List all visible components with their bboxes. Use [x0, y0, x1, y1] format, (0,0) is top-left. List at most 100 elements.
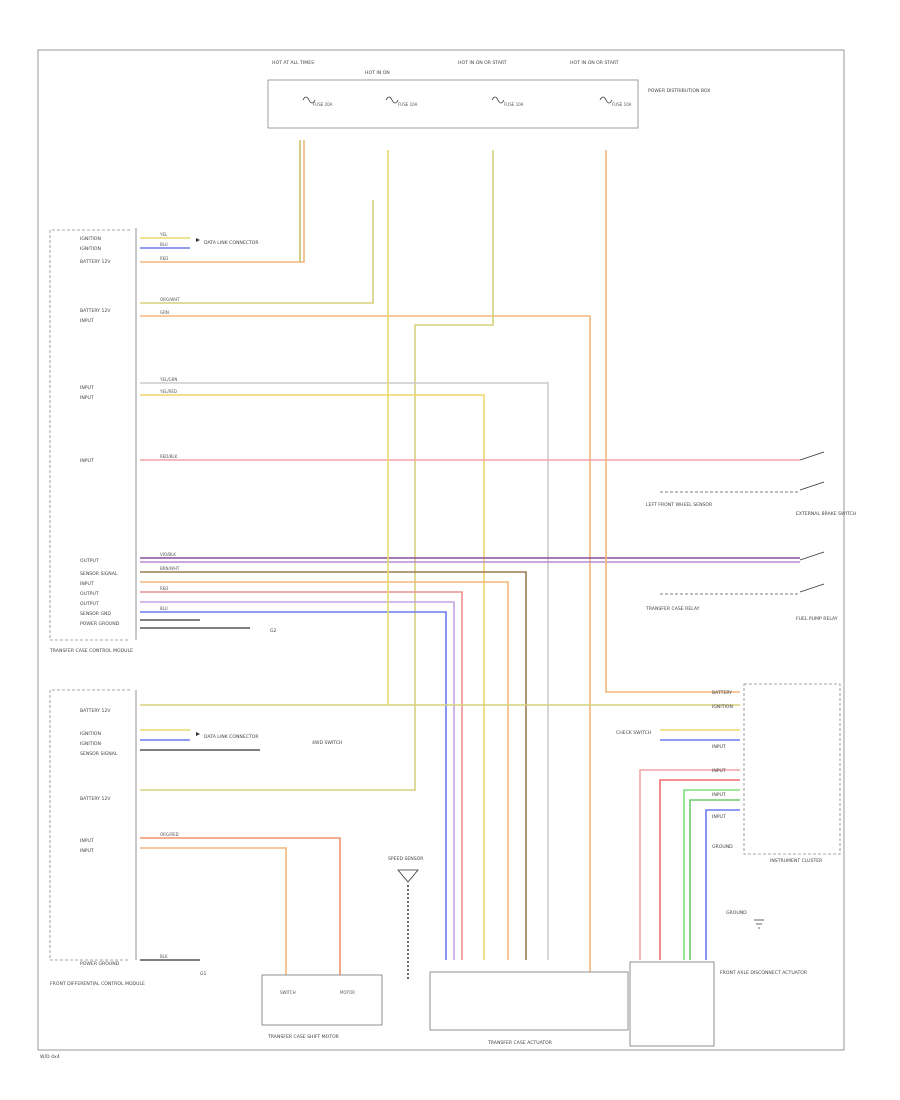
right-module-bottom: GROUND: [726, 910, 747, 916]
right-switch-label-3: TRANSFER CASE RELAY: [645, 606, 700, 612]
module-2-name: FRONT DIFFERENTIAL CONTROL MODULE: [50, 981, 145, 987]
wire-label-7: YEL/RED: [159, 389, 177, 394]
lm1-row-4: BATTERY 12V: [80, 308, 111, 314]
wire-khaki-fuse3: [140, 150, 494, 791]
wire-group: [140, 140, 800, 1000]
speed-sensor-symbol: [397, 869, 419, 883]
wire-yellow-input2: [140, 394, 485, 960]
wire-label-9: VIO/BLK: [160, 552, 176, 557]
wire-label-8: RED/BLK: [160, 454, 178, 459]
bottom-box-3-label: FRONT AXLE DISCONNECT ACTUATOR: [720, 970, 808, 976]
bottom-box-1-sub-a: SWITCH: [280, 990, 296, 995]
wire-label-2: BLU: [160, 242, 168, 247]
wire-label-5: GRN: [160, 310, 169, 315]
ground-2-label: G1: [200, 971, 207, 977]
wire-orange-m2b: [140, 847, 287, 980]
fuse-3-label: FUSE 10A: [504, 102, 524, 107]
lm1-row-3: BATTERY 12V: [80, 259, 111, 265]
lm1-row-8: INPUT: [80, 458, 94, 464]
wire-label-6: YEL/GRN: [159, 377, 177, 382]
wire-label-11: ORG/RED: [160, 832, 179, 837]
lm1-row-6: INPUT: [80, 385, 94, 391]
rm-row-2: IGNITION: [712, 704, 733, 710]
fuse-box-outline: [267, 79, 639, 129]
lm1-row-5: INPUT: [80, 318, 94, 324]
fuse-4-label: FUSE 10A: [612, 102, 632, 107]
wire-label-12: RED: [160, 586, 168, 591]
wire-orange-input1: [140, 315, 591, 1000]
sensor-top-label: SPEED SENSOR: [388, 856, 424, 862]
lm1-row-15: POWER GROUND: [80, 621, 120, 627]
fuse-top-label-4: HOT IN ON OR START: [570, 60, 619, 66]
lm2-row-7: INPUT: [80, 848, 94, 854]
fuse-1-label: FUSE 20A: [313, 102, 333, 107]
lm2-row-4: SENSOR SIGNAL: [80, 751, 118, 757]
wire-blue-rm2: [705, 809, 740, 960]
wire-brown-sensor: [140, 571, 527, 960]
fuse-top-label-1: HOT AT ALL TIMES: [272, 60, 314, 66]
rm-row-7: GROUND: [712, 844, 733, 850]
wire-label-1: YEL: [159, 232, 168, 237]
module-1-bracket: [49, 229, 130, 641]
wire-khaki-batt1: [140, 200, 374, 304]
wire-label-group: YEL BLU RED ORG/WHT GRN YEL/GRN YEL/RED …: [159, 232, 180, 959]
fuse-1-symbol: [302, 96, 316, 104]
right-ground-symbol: [754, 919, 764, 929]
lm2-row-5: BATTERY 12V: [80, 796, 111, 802]
bottom-box-2: [429, 971, 629, 1031]
lm2-row-1: BATTERY 12V: [80, 708, 111, 714]
lm2-row-8: POWER GROUND: [80, 961, 120, 967]
right-module-name: INSTRUMENT CLUSTER: [770, 858, 823, 864]
wire-red-output: [140, 591, 463, 960]
right-module-outline: [743, 683, 841, 855]
lm1-row-1: IGNITION: [80, 236, 101, 242]
footer-label: W/D 4x4: [40, 1054, 60, 1060]
fuse-2-label: FUSE 10A: [398, 102, 418, 107]
wire-grey-input: [140, 382, 549, 960]
rm-row-6: INPUT: [712, 814, 726, 820]
lm1-row-2: IGNITION: [80, 246, 101, 252]
wire-orange-sensor: [140, 581, 509, 960]
lm1-row-7: INPUT: [80, 395, 94, 401]
front-diff-module: BATTERY 12V IGNITION IGNITION SENSOR SIG…: [49, 689, 259, 987]
mid-switch-label: 4WD SWITCH: [312, 740, 342, 746]
wire-violet-output2: [140, 601, 455, 960]
fuse-2-symbol: [385, 96, 399, 104]
rm-row-4: INPUT: [712, 768, 726, 774]
instrument-cluster: BATTERY IGNITION INPUT INPUT INPUT INPUT…: [616, 683, 841, 929]
lm2-row-2: IGNITION: [80, 731, 101, 737]
rm-row-3: INPUT: [712, 744, 726, 750]
relay-switch-symbol: [799, 551, 825, 593]
bottom-box-1: [261, 974, 383, 1026]
lm1-row-9: OUTPUT: [80, 558, 99, 564]
fuse-box-label: POWER DISTRIBUTION BOX: [648, 88, 710, 94]
right-switch-group: LEFT FRONT WHEEL SENSOR EXTERNAL BRAKE S…: [645, 451, 856, 622]
bottom-component-group: SWITCH MOTOR TRANSFER CASE SHIFT MOTOR T…: [261, 740, 808, 1047]
bottom-box-2-label: TRANSFER CASE ACTUATOR: [487, 1040, 553, 1046]
lm1-row-10: SENSOR SIGNAL: [80, 571, 118, 577]
bottom-box-3: [629, 961, 715, 1047]
lm1-row-13: OUTPUT: [80, 601, 99, 607]
right-switch-label-1: LEFT FRONT WHEEL SENSOR: [646, 502, 713, 508]
lm1-row-14: SENSOR GND: [80, 611, 111, 617]
right-module-side: CHECK SWITCH: [616, 730, 651, 736]
wire-red-rm: [659, 779, 740, 960]
wire-orange-m2a: [140, 837, 341, 980]
fuse-4-symbol: [599, 96, 613, 104]
wire-label-4: ORG/WHT: [160, 297, 180, 302]
transfer-case-module: IGNITION IGNITION BATTERY 12V BATTERY 12…: [49, 228, 277, 654]
data-link-label-2: DATA LINK CONNECTOR: [204, 734, 259, 740]
wire-orange-rm: [605, 150, 740, 693]
fuse-3-symbol: [491, 96, 505, 104]
wire-label-10: BRN/WHT: [160, 566, 180, 571]
wire-green-rm2: [689, 799, 740, 960]
wire-label-13: BLU: [160, 606, 168, 611]
module-2-bracket: [49, 689, 130, 961]
bottom-box-1-label: TRANSFER CASE SHIFT MOTOR: [267, 1034, 340, 1040]
lm1-row-11: INPUT: [80, 581, 94, 587]
ground-1-label: G2: [270, 628, 277, 634]
right-switch-label-2: EXTERNAL BRAKE SWITCH: [796, 511, 856, 517]
data-link-arrow-1: [196, 238, 200, 242]
wire-pink-rm: [639, 769, 740, 960]
